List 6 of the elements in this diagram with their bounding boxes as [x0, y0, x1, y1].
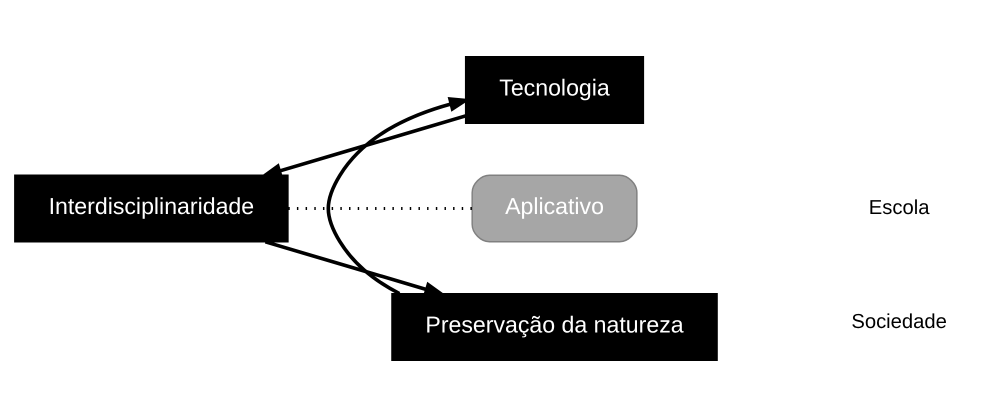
- node-box: Interdisciplinaridade: [14, 174, 289, 242]
- node-box: Aplicativo: [471, 174, 638, 242]
- node-box: Preservação da natureza: [391, 293, 718, 361]
- label: Sociedade: [851, 311, 947, 333]
- label: Escola: [868, 196, 930, 219]
- node-box: Tecnologia: [464, 56, 644, 124]
